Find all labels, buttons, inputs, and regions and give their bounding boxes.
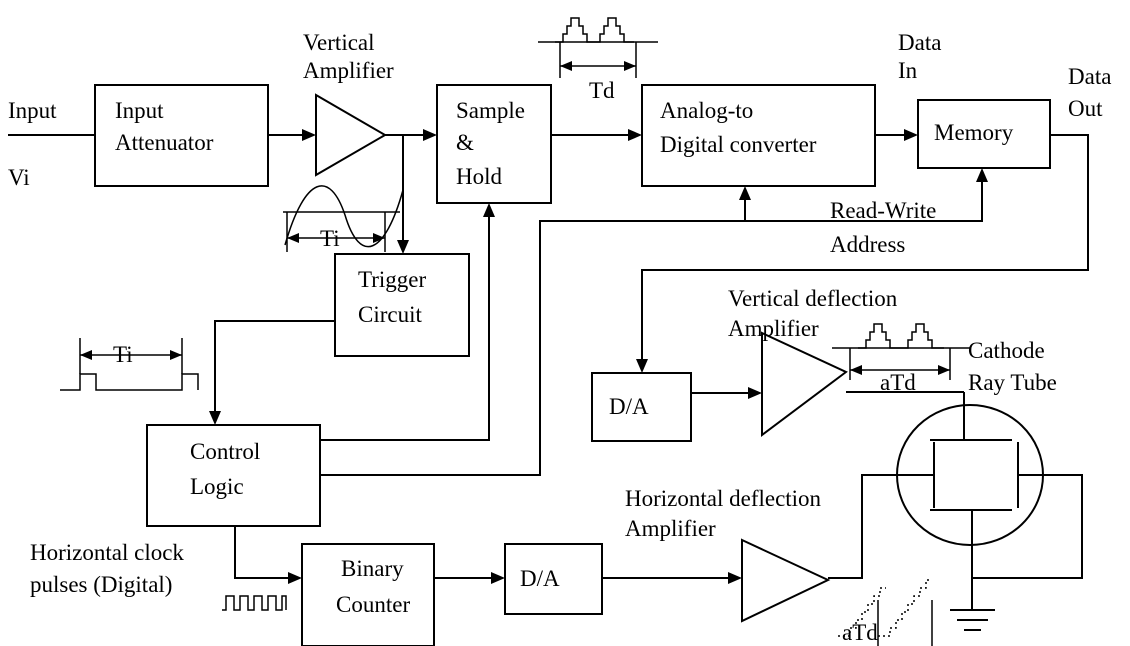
- vertical-amplifier-label-1: Vertical: [303, 30, 375, 55]
- sample-hold-block: [436, 84, 552, 204]
- horizontal-deflection-amplifier: [741, 538, 831, 623]
- cathode-label-1: Cathode: [968, 338, 1045, 363]
- da-bottom-label: D/A: [520, 566, 560, 591]
- vertical-amplifier-label-2: Amplifier: [303, 58, 394, 83]
- adc-label-2: Digital converter: [660, 132, 817, 157]
- atd-top-label: aTd: [880, 370, 916, 395]
- vi-label: Vi: [8, 165, 30, 190]
- data-out-label-1: Data: [1068, 64, 1111, 89]
- ti-left-label: Ti: [113, 342, 133, 367]
- read-write-label-1: Read-Write: [830, 198, 936, 223]
- binary-counter-block: [301, 543, 435, 646]
- horizontal-deflection-label-1: Horizontal deflection: [625, 486, 822, 511]
- input-label: Input: [8, 98, 57, 123]
- adc-label-1: Analog-to: [660, 98, 753, 123]
- vertical-deflection-label-2: Amplifier: [728, 316, 819, 341]
- data-out-label-2: Out: [1068, 96, 1103, 121]
- horizontal-clock-label-1: Horizontal clock: [30, 540, 184, 565]
- vertical-deflection-amplifier: [761, 331, 848, 437]
- control-logic-label-2: Logic: [190, 474, 244, 499]
- da-top-block: [591, 372, 692, 442]
- memory-label: Memory: [934, 120, 1014, 145]
- input-attenuator-label-1: Input: [115, 98, 164, 123]
- sample-hold-label-1: Sample: [456, 98, 525, 123]
- data-in-label-2: In: [898, 58, 918, 83]
- read-write-label-2: Address: [830, 232, 905, 257]
- control-logic-label-1: Control: [190, 439, 260, 464]
- trigger-circuit-block: [334, 253, 470, 357]
- sample-hold-label-2: &: [456, 130, 474, 155]
- trigger-label-2: Circuit: [358, 302, 422, 327]
- horizontal-clock-label-2: pulses (Digital): [30, 572, 172, 597]
- data-in-label-1: Data: [898, 30, 941, 55]
- input-attenuator-label-2: Attenuator: [115, 130, 214, 155]
- da-top-label: D/A: [609, 394, 649, 419]
- horizontal-deflection-label-2: Amplifier: [625, 516, 716, 541]
- cathode-label-2: Ray Tube: [968, 370, 1057, 395]
- ti-top-label: Ti: [320, 226, 340, 251]
- binary-counter-label-2: Counter: [336, 592, 410, 617]
- trigger-label-1: Trigger: [358, 267, 426, 292]
- sample-hold-label-3: Hold: [456, 164, 503, 189]
- vertical-deflection-label-1: Vertical deflection: [728, 286, 898, 311]
- vertical-amplifier: [315, 93, 387, 177]
- atd-bottom-label: aTd: [842, 620, 878, 645]
- binary-counter-label-1: Binary: [341, 556, 404, 581]
- td-label: Td: [589, 78, 615, 103]
